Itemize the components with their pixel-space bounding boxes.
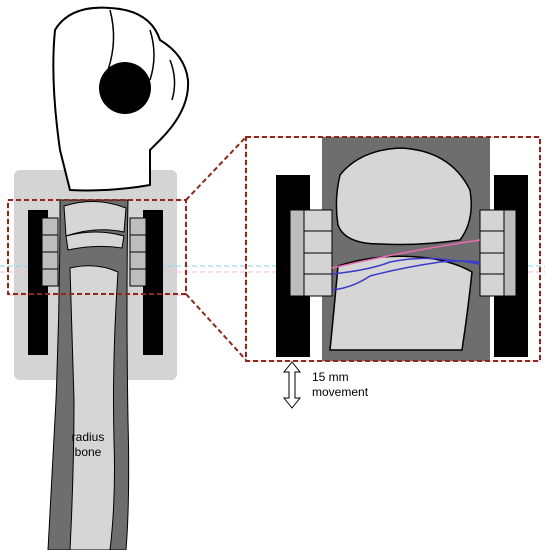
movement-label-line1: 15 mm bbox=[312, 370, 349, 384]
zoom-bone-upper bbox=[335, 147, 472, 246]
zoom-connector-bottom bbox=[185, 293, 247, 361]
zoom-source-box bbox=[7, 199, 187, 295]
movement-label-line2: movement bbox=[312, 385, 369, 399]
radius-bone-label-line2: bone bbox=[75, 445, 102, 459]
radius-bone-label-line1: radius bbox=[72, 430, 105, 444]
fist-crease bbox=[107, 9, 115, 71]
joint-line-pink bbox=[331, 239, 481, 269]
carpal-bone-mid bbox=[65, 231, 125, 251]
fist-crease bbox=[149, 29, 155, 81]
knuckle-ball-icon bbox=[99, 62, 151, 114]
joint-line-blue-upper bbox=[331, 257, 481, 275]
carpal-bone-top bbox=[63, 200, 127, 237]
double-arrow-icon bbox=[282, 361, 302, 409]
zoom-frame bbox=[245, 136, 541, 362]
fist-crease bbox=[169, 59, 176, 101]
zoom-bone-lower bbox=[329, 255, 473, 351]
zoom-connector-top bbox=[185, 136, 247, 201]
joint-line-blue-lower bbox=[331, 260, 481, 291]
right-plate-outer bbox=[143, 210, 163, 355]
radius-bone-inner bbox=[69, 265, 119, 550]
